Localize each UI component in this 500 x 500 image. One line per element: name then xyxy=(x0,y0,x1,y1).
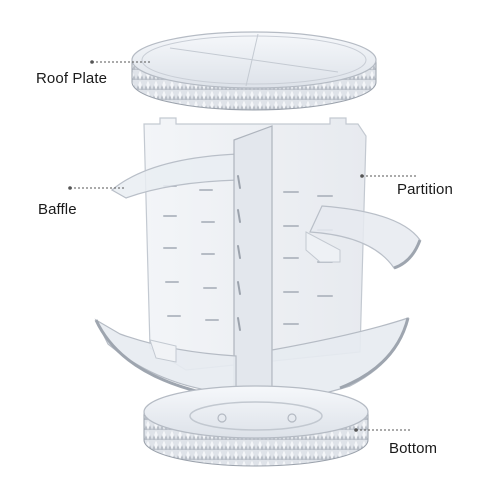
bottom-base xyxy=(143,385,369,467)
bottom-base-turntable xyxy=(189,401,323,431)
roof-plate-divider xyxy=(169,47,339,73)
label-bottom: Bottom xyxy=(389,440,438,457)
leader-dots xyxy=(68,60,364,432)
partition-center xyxy=(233,125,273,413)
label-partition: Partition xyxy=(397,181,453,198)
bottom-base-top xyxy=(143,385,369,439)
leader-lines xyxy=(70,61,416,431)
roof-plate-inner-ring xyxy=(141,35,367,85)
roof-plate xyxy=(131,31,377,111)
label-roof-plate: Roof Plate xyxy=(36,70,108,87)
roof-plate-divider xyxy=(245,33,259,87)
baffle-upper-right xyxy=(305,205,422,270)
label-baffle: Baffle xyxy=(38,201,77,218)
